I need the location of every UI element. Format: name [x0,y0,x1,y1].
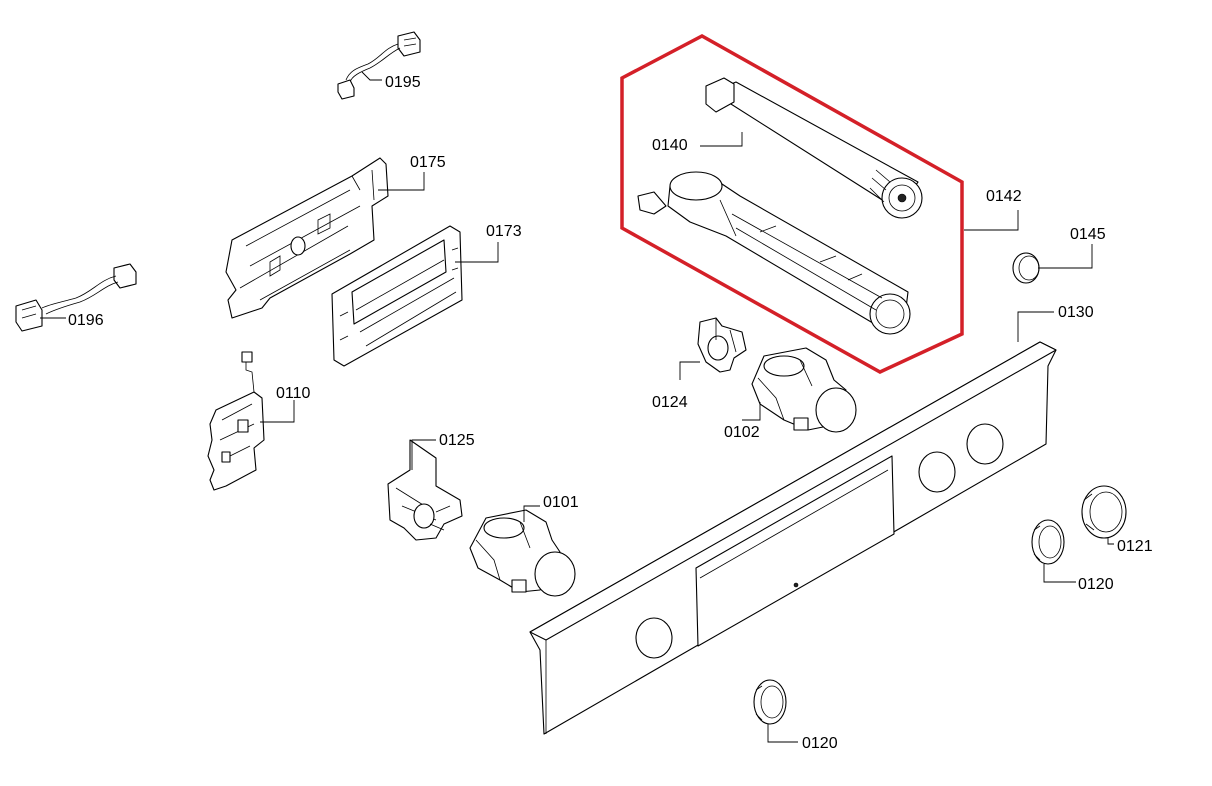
part-0130-control-panel[interactable] [529,341,1057,735]
label-0196: 0196 [68,312,104,329]
label-0195: 0195 [385,74,421,91]
label-0110: 0110 [276,385,311,402]
part-0173-display-board[interactable] [331,225,463,367]
part-0120-ring-upper[interactable] [1031,519,1065,565]
part-0125-switch[interactable] [387,439,463,541]
label-0121: 0121 [1117,538,1153,555]
label-0175: 0175 [410,154,446,171]
label-0124: 0124 [652,394,688,411]
label-0120-upper: 0120 [1078,576,1114,593]
label-0140: 0140 [652,137,688,154]
part-0175-bracket[interactable] [225,157,389,319]
part-0124-switch[interactable] [697,317,747,373]
highlight-group-0142 [620,34,964,374]
part-0110-switch-board[interactable] [207,351,265,491]
label-0173: 0173 [486,223,522,240]
part-0142-holder[interactable] [637,171,911,335]
part-0196-wire-harness[interactable] [15,263,137,332]
label-0145: 0145 [1070,226,1106,243]
part-0121-ring[interactable] [1081,485,1127,539]
part-0140-tube[interactable] [705,77,923,219]
label-0125: 0125 [439,432,475,449]
label-0101: 0101 [543,494,579,511]
part-0120-ring-lower[interactable] [753,679,787,725]
part-0145-cap[interactable] [1012,252,1040,284]
label-0120-lower: 0120 [802,735,838,752]
part-0101-knob-assembly[interactable] [469,509,576,597]
label-0102: 0102 [724,424,760,441]
part-0195-wire-harness[interactable] [337,31,421,100]
label-0142: 0142 [986,188,1022,205]
part-0102-knob-assembly[interactable] [751,347,857,433]
label-0130: 0130 [1058,304,1094,321]
